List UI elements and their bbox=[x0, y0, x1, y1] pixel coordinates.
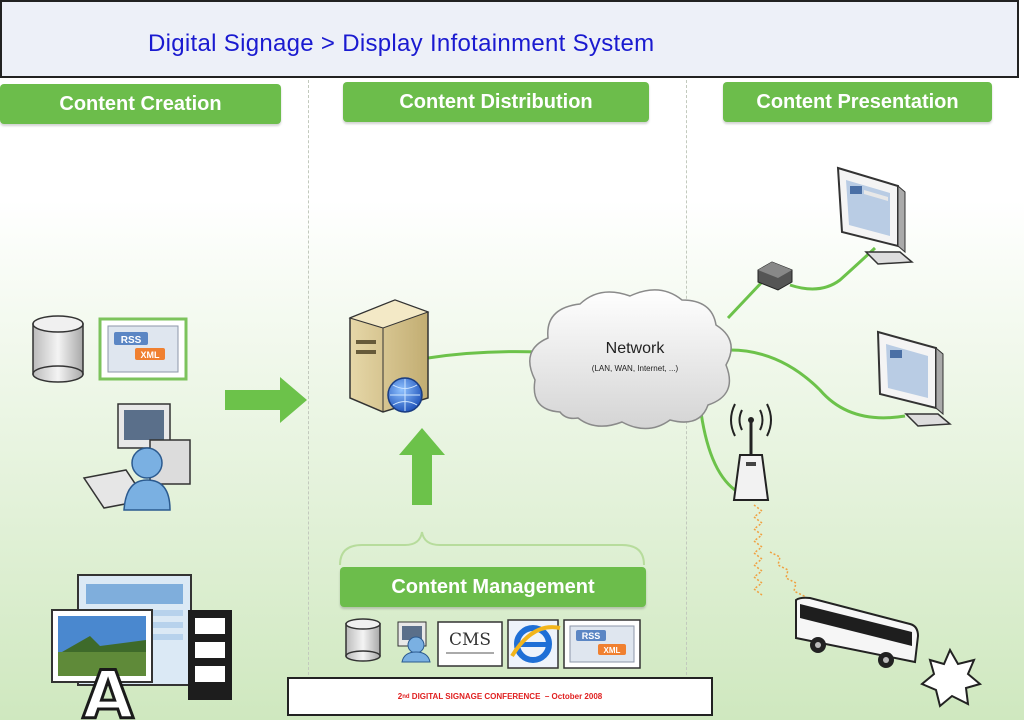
xml-badge-text: XML bbox=[141, 350, 161, 360]
cms-user-icon bbox=[397, 621, 431, 663]
content-management-label: Content Management bbox=[340, 567, 646, 607]
font-a-glyph: A bbox=[82, 657, 133, 720]
display-monitor-icon-1 bbox=[836, 166, 914, 265]
page-title: Digital Signage > Display Infotainment S… bbox=[148, 30, 655, 57]
network-links bbox=[427, 246, 906, 492]
wireless-signal bbox=[752, 504, 805, 605]
footer-number: 2 bbox=[397, 692, 403, 701]
footer-ordinal: nd bbox=[402, 693, 410, 700]
network-to-router-link bbox=[726, 280, 764, 320]
management-bracket bbox=[339, 531, 645, 566]
cms-badge-text: CMS bbox=[449, 630, 491, 650]
content-presentation-label: Content Presentation bbox=[723, 82, 992, 122]
cms-database-icon bbox=[345, 618, 381, 662]
cms-badge-icon: CMS bbox=[437, 621, 503, 667]
cms-rss-badge-text: RSS bbox=[582, 631, 601, 641]
network-cloud-icon bbox=[529, 289, 732, 430]
rss-badge-text: RSS bbox=[121, 335, 142, 346]
wireless-antenna-icon bbox=[730, 403, 772, 501]
network-label: Network bbox=[605, 340, 665, 357]
content-creation-label: Content Creation bbox=[0, 84, 281, 124]
browser-icon bbox=[507, 619, 561, 669]
server-to-network-link bbox=[427, 350, 541, 360]
content-distribution-label: Content Distribution bbox=[343, 82, 649, 122]
router-to-display-link bbox=[789, 246, 877, 291]
display-monitor-icon-2 bbox=[876, 330, 952, 427]
bus-icon bbox=[795, 596, 920, 668]
flow-arrow-up bbox=[399, 428, 445, 505]
media-editing-icon: A bbox=[51, 574, 232, 720]
star-badge-icon bbox=[920, 647, 983, 708]
network-to-display-link bbox=[729, 348, 906, 420]
server-icon bbox=[348, 299, 430, 413]
column-divider-1 bbox=[308, 80, 309, 680]
title-bar: Digital Signage > Display Infotainment S… bbox=[0, 0, 1019, 78]
network-to-antenna-link bbox=[698, 404, 736, 492]
network-sublabel: (LAN, WAN, Internet, ...) bbox=[591, 364, 679, 373]
footer-text: DIGITAL SIGNAGE CONFERENCE – October 200… bbox=[409, 692, 603, 701]
router-icon bbox=[757, 261, 793, 291]
database-icon bbox=[32, 315, 84, 383]
user-computer-icon bbox=[82, 403, 191, 511]
cms-xml-badge-text: XML bbox=[604, 646, 621, 655]
rss-feed-icon: RSS XML bbox=[98, 317, 188, 381]
cms-rss-feed-icon: RSS XML bbox=[563, 619, 641, 669]
flow-arrow-right bbox=[225, 377, 307, 423]
